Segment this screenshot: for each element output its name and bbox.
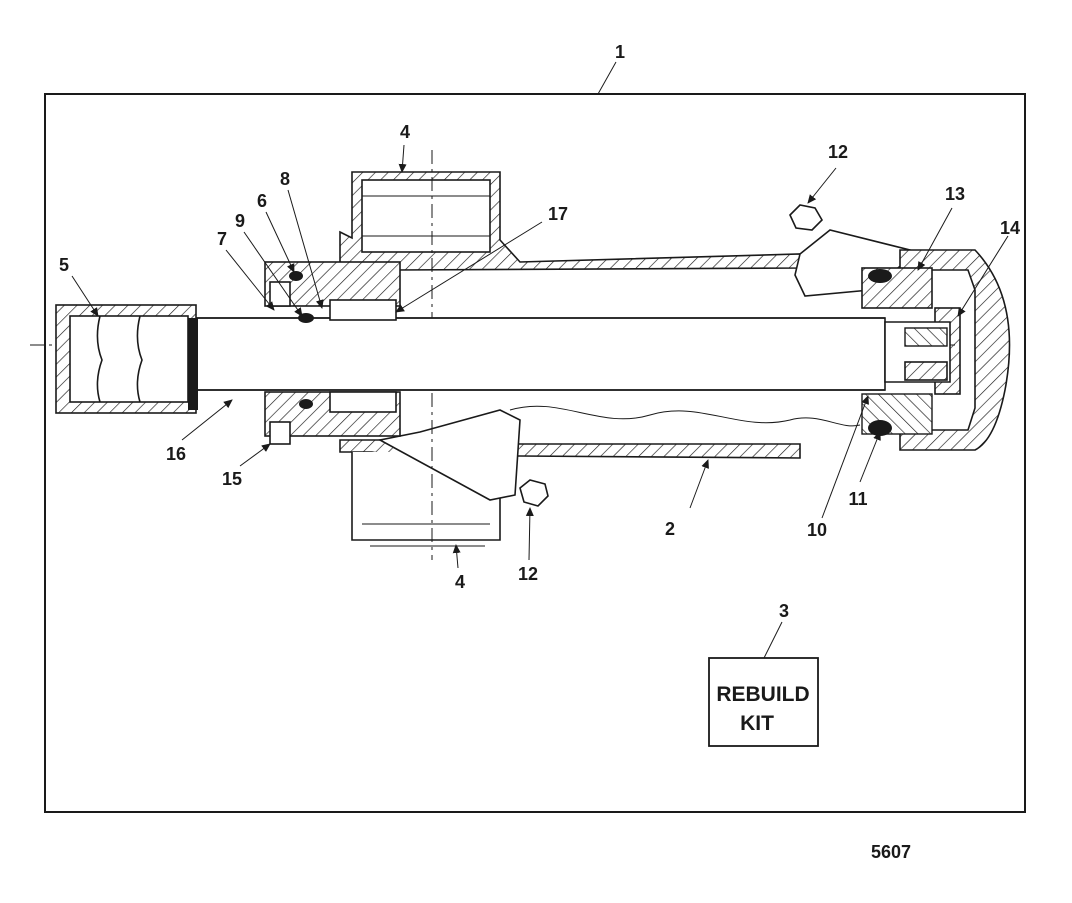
- callout-1: 1: [615, 42, 625, 62]
- figure-number: 5607: [871, 842, 911, 862]
- callout-6: 6: [257, 191, 267, 211]
- callout-2: 2: [665, 519, 675, 539]
- callout-17: 17: [548, 204, 568, 224]
- callout-13: 13: [945, 184, 965, 204]
- callout-16: 16: [166, 444, 186, 464]
- callout-12-top: 12: [828, 142, 848, 162]
- callout-4-bottom: 4: [455, 572, 465, 592]
- callout-5: 5: [59, 255, 69, 275]
- callout-10: 10: [807, 520, 827, 540]
- rod-end-fitting: [55, 304, 198, 414]
- leader-lines: [71, 61, 1009, 659]
- plug-top: [789, 204, 824, 231]
- callout-14: 14: [1000, 218, 1020, 238]
- callout-15: 15: [222, 469, 242, 489]
- callout-11: 11: [848, 489, 867, 509]
- callout-12-bottom: 12: [518, 564, 538, 584]
- rebuild-kit-box: [708, 657, 819, 747]
- callout-labels: 1 2 3 4 4 5 6 7 8 9 10 11 12 12 13 14 15…: [59, 42, 1020, 621]
- callout-8: 8: [280, 169, 290, 189]
- callout-9: 9: [235, 211, 245, 231]
- rebuild-kit-label-line1: REBUILD: [716, 683, 809, 706]
- callout-3: 3: [779, 601, 789, 621]
- rebuild-kit-label-line2: KIT: [740, 712, 774, 735]
- frame-border: [44, 93, 1026, 813]
- callout-4-top: 4: [400, 122, 410, 142]
- callout-7: 7: [217, 229, 227, 249]
- piston-rod: [194, 317, 951, 391]
- plug-bottom: [519, 479, 549, 507]
